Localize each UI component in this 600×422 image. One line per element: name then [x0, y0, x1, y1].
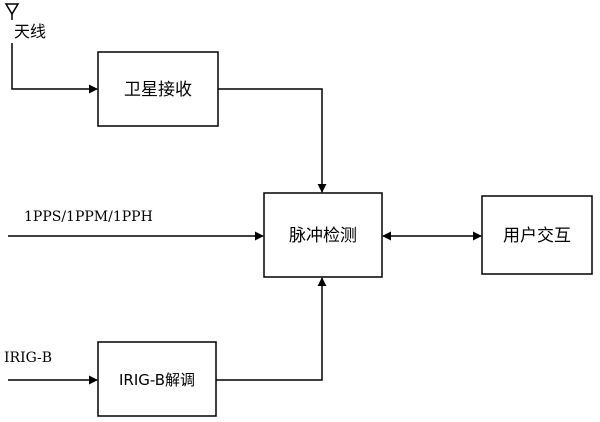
satellite-receive-box: 卫星接收 [97, 51, 219, 127]
user-interact-box: 用户交互 [481, 195, 593, 275]
antenna-icon [4, 3, 20, 20]
user-interact-label: 用户交互 [503, 226, 571, 246]
antenna-to-satellite-connector [11, 43, 98, 94]
antenna-label: 天线 [14, 22, 46, 41]
irigb-to-pulse-connector [216, 277, 327, 381]
pps-input-label: 1PPS/1PPM/1PPH [24, 209, 153, 225]
satellite-receive-label: 卫星接收 [124, 80, 192, 100]
irigb-input-label: IRIG-B [4, 350, 52, 366]
irigb-demod-label: IRIG-B解调 [119, 371, 195, 389]
satellite-to-pulse-connector [218, 88, 327, 193]
pulse-detect-label: 脉冲检测 [289, 226, 357, 246]
pulse-detect-box: 脉冲检测 [263, 192, 383, 278]
irigb-demod-box: IRIG-B解调 [97, 341, 217, 417]
